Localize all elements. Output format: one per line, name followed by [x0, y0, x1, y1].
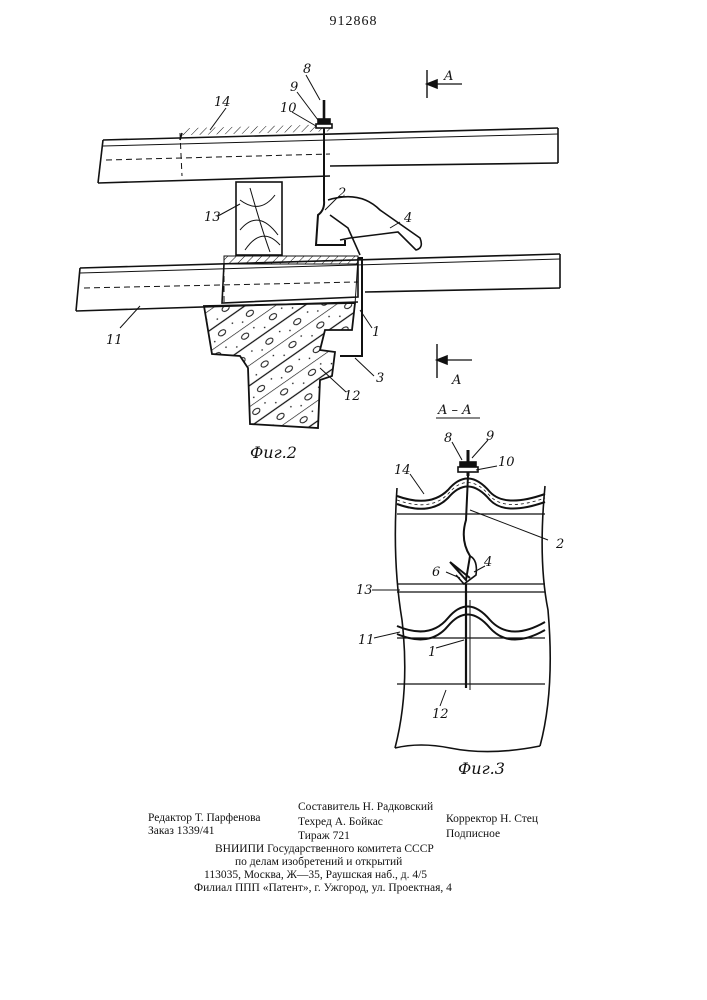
fig3-caption: Фиг.3: [458, 759, 505, 778]
lower-corrugated-sheet: [397, 606, 545, 684]
concrete-purlin: [204, 303, 355, 428]
fig3-callout-10: 10: [498, 455, 515, 470]
fig3-callout-8: 8: [444, 431, 452, 446]
imprint-subscription: Подписное: [446, 828, 500, 840]
imprint-techred: Техред А. Бойкас: [298, 816, 383, 828]
lower-roof-sheet: [76, 254, 560, 311]
left-break-line: [395, 488, 405, 748]
fig2-callout-14: 14: [214, 95, 231, 110]
fig2-callout-4: 4: [403, 211, 412, 226]
fig3-callout-2: 2: [555, 537, 564, 552]
imprint-editor: Редактор Т. Парфенова: [148, 812, 260, 824]
bottom-break-line: [395, 745, 540, 752]
upper-roof-sheet: [98, 124, 558, 183]
fig2-callout-13: 13: [204, 210, 221, 225]
imprint-org-line1: ВНИИПИ Государственного комитета СССР: [215, 843, 434, 855]
imprint-org-line3: 113035, Москва, Ж—35, Раушская наб., д. …: [204, 869, 427, 881]
fig2-callout-9: 9: [290, 80, 298, 95]
imprint-compiler: Составитель Н. Радковский: [298, 801, 433, 813]
imprint-branch: Филиал ППП «Патент», г. Ужгород, ул. Про…: [194, 882, 452, 894]
fig2-callout-3: 3: [376, 371, 384, 386]
fig2-callout-2: 2: [337, 186, 346, 201]
section-letter-bottom: A: [451, 373, 461, 388]
wooden-beam: [236, 182, 282, 255]
hook-bolt: [316, 100, 421, 255]
fig2-callout-1: 1: [372, 325, 380, 340]
imprint-org-line2: по делам изобретений и открытий: [235, 856, 402, 868]
fig3-callout-11: 11: [358, 633, 375, 648]
fig2-caption: Фиг.2: [250, 443, 297, 462]
fig3-callout-13: 13: [356, 583, 373, 598]
fig2-callout-10: 10: [280, 101, 297, 116]
right-break-line: [540, 486, 550, 746]
fig3-callout-4: 4: [483, 555, 492, 570]
section-title: A – A: [437, 403, 472, 418]
fig2-callout-11: 11: [106, 333, 123, 348]
section-letter-top: A: [443, 69, 453, 84]
upper-corrugated-sheet: [397, 478, 545, 514]
figure-3: [372, 440, 550, 752]
fig2-callout-12: 12: [344, 389, 361, 404]
fig3-callout-9: 9: [486, 429, 494, 444]
fig3-callout-6: 6: [432, 565, 440, 580]
fig3-callout-14: 14: [394, 463, 411, 478]
fig3-callout-12: 12: [432, 707, 449, 722]
fig3-callout-1: 1: [428, 645, 436, 660]
figure-2: [76, 70, 560, 428]
imprint-order: Заказ 1339/41: [148, 825, 215, 837]
imprint-corrector: Корректор Н. Стец: [446, 813, 538, 825]
fig2-callout-8: 8: [303, 62, 311, 77]
imprint-circulation: Тираж 721: [298, 830, 350, 842]
